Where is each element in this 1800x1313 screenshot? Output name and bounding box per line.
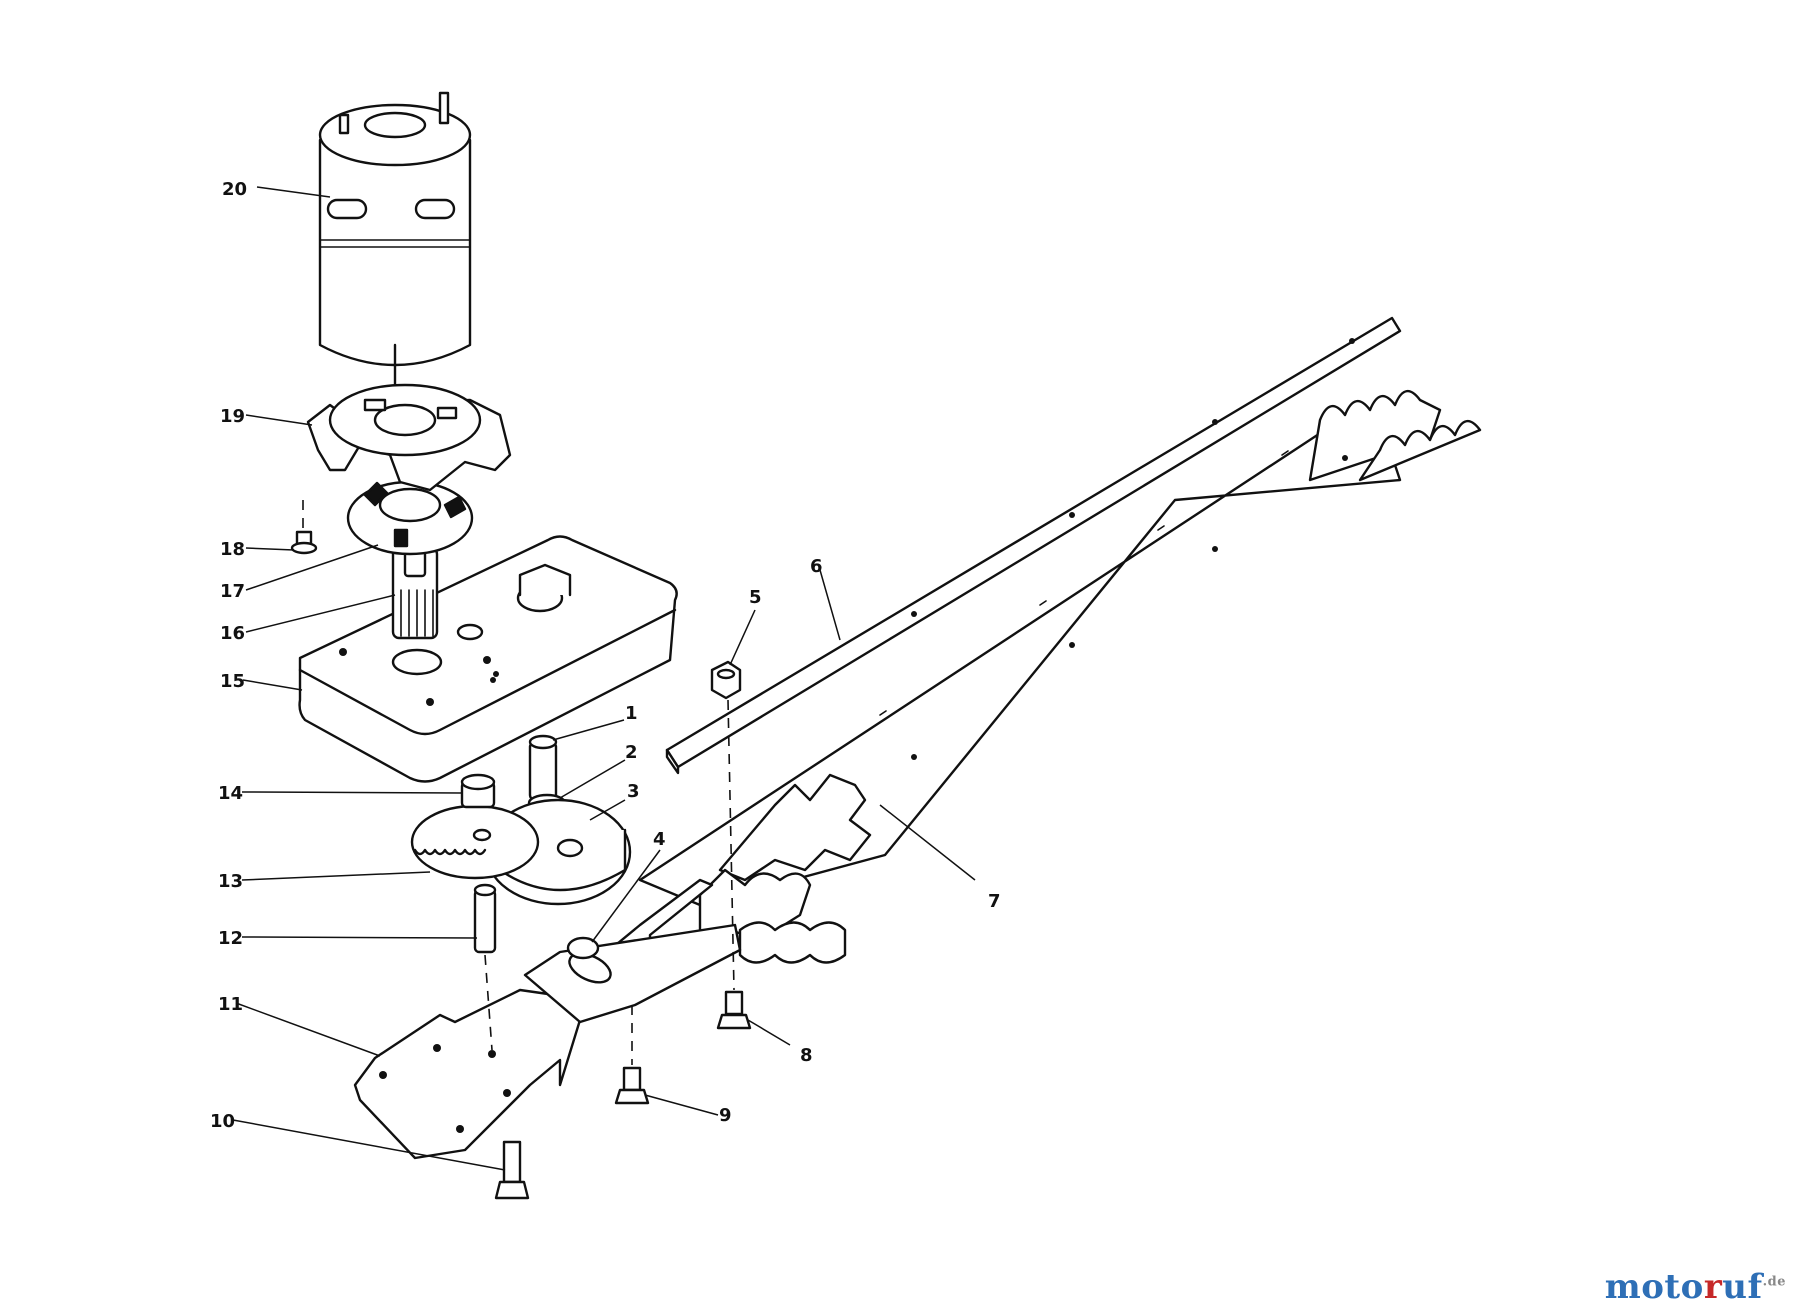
callout-20: 20 <box>222 179 247 200</box>
part-1-shaft <box>528 734 558 802</box>
callout-4: 4 <box>653 829 666 850</box>
callout-10: 10 <box>210 1111 235 1132</box>
part-8-screw <box>716 990 752 1030</box>
part-14-bushing <box>460 773 496 809</box>
part-19-motor-mount <box>306 383 512 492</box>
assembly-axes <box>302 500 735 1065</box>
callout-17: 17 <box>220 581 245 602</box>
callout-6: 6 <box>810 556 823 577</box>
leader-lines <box>232 186 976 1171</box>
part-18-screw <box>290 530 318 555</box>
part-15-gear-housing <box>298 535 678 783</box>
part-4-spacer <box>566 936 600 960</box>
part-5-nut <box>710 660 742 700</box>
callout-16: 16 <box>220 623 245 644</box>
callout-18: 18 <box>220 539 245 560</box>
part-13-gear <box>410 804 540 880</box>
callout-12: 12 <box>218 928 243 949</box>
callout-5: 5 <box>749 587 762 608</box>
part-9-screw <box>614 1066 650 1105</box>
part-17-fan <box>346 480 474 556</box>
part-6-blade-bar <box>665 316 1402 775</box>
site-watermark-logo: motoruf.de <box>1604 1267 1786 1307</box>
part-11-base-plate <box>353 878 714 1160</box>
part-10-screw <box>494 1140 530 1200</box>
callout-2: 2 <box>625 742 638 763</box>
callout-1: 1 <box>625 703 638 724</box>
callout-11: 11 <box>218 994 243 1015</box>
callout-3: 3 <box>627 781 640 802</box>
callout-9: 9 <box>719 1105 732 1126</box>
callout-labels: 20 19 18 17 16 15 14 13 12 11 10 1 2 3 4… <box>210 179 1001 1132</box>
part-16-pinion-gear <box>391 546 439 640</box>
callout-13: 13 <box>218 871 243 892</box>
callout-14: 14 <box>218 783 243 804</box>
callout-8: 8 <box>800 1045 813 1066</box>
part-12-pin <box>473 883 497 954</box>
callout-19: 19 <box>220 406 245 427</box>
callout-7: 7 <box>988 891 1001 912</box>
part-20-motor <box>318 91 472 387</box>
part-7-cutter-blade <box>638 390 1482 964</box>
callout-15: 15 <box>220 671 245 692</box>
